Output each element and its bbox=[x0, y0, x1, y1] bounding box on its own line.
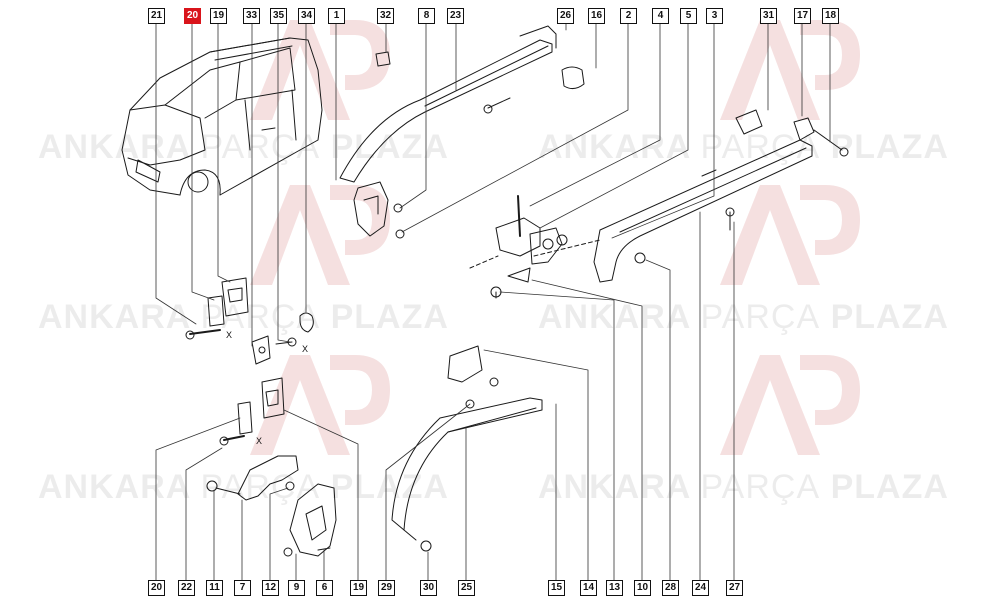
leader-lines bbox=[155, 23, 831, 581]
callout-1[interactable]: 1 bbox=[328, 8, 345, 24]
callout-23[interactable]: 23 bbox=[447, 8, 464, 24]
callout-35[interactable]: 35 bbox=[270, 8, 287, 24]
callout-29[interactable]: 29 bbox=[378, 580, 395, 596]
cross-marker: X bbox=[302, 344, 309, 354]
callout-18[interactable]: 18 bbox=[822, 8, 839, 24]
watermark-text: ANKARA PARÇA PLAZA bbox=[538, 128, 949, 166]
upper-sliding-rail bbox=[339, 25, 585, 239]
callout-8[interactable]: 8 bbox=[418, 8, 435, 24]
callout-19-bottom[interactable]: 19 bbox=[350, 580, 367, 596]
logo-watermark bbox=[250, 20, 860, 455]
callout-11[interactable]: 11 bbox=[206, 580, 223, 596]
callout-7[interactable]: 7 bbox=[234, 580, 251, 596]
callout-13[interactable]: 13 bbox=[606, 580, 623, 596]
callout-21[interactable]: 21 bbox=[148, 8, 165, 24]
callout-26[interactable]: 26 bbox=[557, 8, 574, 24]
upper-hinge-assembly bbox=[185, 277, 337, 557]
callout-10[interactable]: 10 bbox=[634, 580, 651, 596]
watermark-text: ANKARA PARÇA PLAZA bbox=[538, 468, 949, 506]
cross-marker: X bbox=[256, 436, 263, 446]
callout-14[interactable]: 14 bbox=[580, 580, 597, 596]
callout-33[interactable]: 33 bbox=[243, 8, 260, 24]
callout-15[interactable]: 15 bbox=[548, 580, 565, 596]
callout-28[interactable]: 28 bbox=[662, 580, 679, 596]
callout-9[interactable]: 9 bbox=[288, 580, 305, 596]
center-roller-assembly bbox=[469, 195, 601, 299]
vehicle-illustration bbox=[121, 37, 323, 196]
callout-31[interactable]: 31 bbox=[760, 8, 777, 24]
callout-6[interactable]: 6 bbox=[316, 580, 333, 596]
lower-curved-rail bbox=[391, 345, 543, 552]
watermark-text: ANKARA PARÇA PLAZA bbox=[38, 468, 449, 506]
callout-30[interactable]: 30 bbox=[420, 580, 437, 596]
callout-19[interactable]: 19 bbox=[210, 8, 227, 24]
watermark-text: ANKARA PARÇA PLAZA bbox=[38, 128, 449, 166]
cross-marker: X bbox=[226, 330, 233, 340]
callout-12[interactable]: 12 bbox=[262, 580, 279, 596]
callout-4[interactable]: 4 bbox=[652, 8, 669, 24]
callout-22[interactable]: 22 bbox=[178, 580, 195, 596]
callout-25[interactable]: 25 bbox=[458, 580, 475, 596]
callout-16[interactable]: 16 bbox=[588, 8, 605, 24]
callout-20-highlighted[interactable]: 20 bbox=[184, 8, 201, 24]
callout-17[interactable]: 17 bbox=[794, 8, 811, 24]
lower-sliding-rail bbox=[593, 109, 849, 283]
callout-32[interactable]: 32 bbox=[377, 8, 394, 24]
watermark-text: ANKARA PARÇA PLAZA bbox=[538, 298, 949, 336]
callout-24[interactable]: 24 bbox=[692, 580, 709, 596]
callout-2[interactable]: 2 bbox=[620, 8, 637, 24]
callout-34[interactable]: 34 bbox=[298, 8, 315, 24]
callout-5[interactable]: 5 bbox=[680, 8, 697, 24]
callout-27[interactable]: 27 bbox=[726, 580, 743, 596]
callout-3[interactable]: 3 bbox=[706, 8, 723, 24]
callout-20-bottom[interactable]: 20 bbox=[148, 580, 165, 596]
